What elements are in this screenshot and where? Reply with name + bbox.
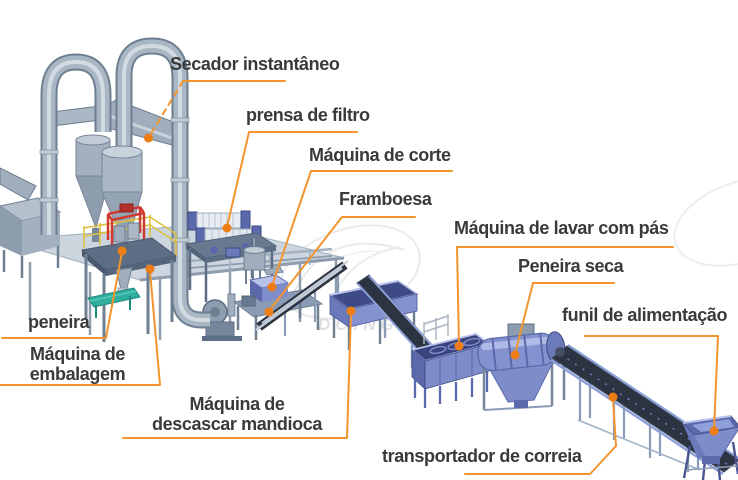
leader-funil [584,335,719,431]
label-feed-hopper: funil de alimentação [562,305,728,325]
callout-dot-lavar [454,341,464,351]
label-belt-conveyor: transportador de correia [382,446,582,466]
feed-hopper-illustration [681,415,738,480]
leader-lavar [456,246,674,346]
label-dry-sieve: Peneira seca [518,256,624,276]
leader-peneira-seca [514,282,615,355]
label-peeler-line1: Máquina de [189,394,285,414]
callout-dot-embalagem [145,264,155,274]
callout-dot-corte [267,282,277,292]
callout-dot-peneira-seca [510,350,520,360]
leader-framboesa [268,216,416,312]
label-rasper: Framboesa [339,189,432,209]
mixing-tank-illustration [243,238,266,286]
leader-embalagem [0,270,161,386]
label-sieve: peneira [28,312,90,332]
callout-dot-descascar [346,306,356,316]
label-cutting-machine: Máquina de corte [309,145,451,165]
flash-dryer-illustration [39,37,210,329]
blower-illustration [202,293,242,341]
leader-descascar [122,311,352,439]
paddle-washer-illustration [410,314,491,408]
dry-sieve-illustration [477,323,566,411]
leader-prensa [226,131,358,228]
label-peeler-machine: Máquina de descascar mandioca [133,394,341,434]
label-packaging-machine: Máquina de embalagem [5,344,150,384]
callout-dot-transportador [608,392,618,402]
callout-dot-prensa [222,223,232,233]
callout-dot-peneira [117,246,127,256]
leader-corte [271,170,453,287]
callout-dot-secador [144,133,153,143]
label-packaging-line1: Máquina de [29,344,125,364]
label-filter-press: prensa de filtro [246,105,370,125]
label-flash-dryer: Secador instantâneo [170,54,340,74]
leader-secador [148,80,184,138]
callout-dot-funil [709,426,719,436]
leader-transportador [464,398,617,475]
label-peeler-line2: descascar mandioca [152,414,322,434]
label-paddle-washer: Máquina de lavar com pás [454,218,669,238]
label-packaging-line2: embalagem [29,364,126,384]
leader-lines [0,80,719,475]
callout-dot-framboesa [264,307,274,317]
leader-peneira [1,251,123,339]
